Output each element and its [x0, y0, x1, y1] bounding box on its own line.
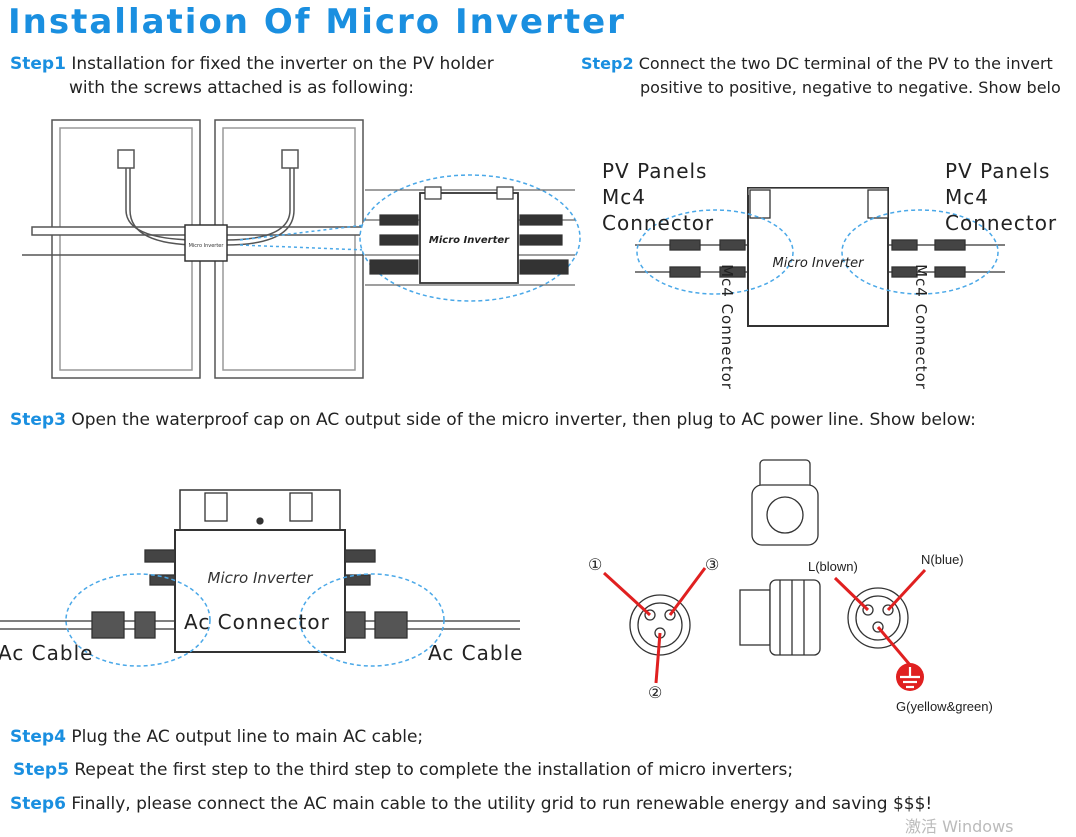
step2-text: Connect the two DC terminal of the PV to…: [638, 54, 1053, 73]
pv-label-left: PV Panels Mc4 Connector: [602, 158, 714, 236]
pin-three-label: ③: [705, 557, 720, 574]
dc-inverter-label: Micro Inverter: [773, 256, 866, 271]
pv-left-line2: Mc4: [602, 185, 646, 209]
step1-line1: Step1 Installation for fixed the inverte…: [10, 54, 494, 74]
step6-tag: Step6: [10, 794, 66, 814]
pv-left-line1: PV Panels: [602, 159, 708, 183]
mc4-vertical-right: Mc4 Connector: [911, 264, 930, 390]
step2-line1: Step2 Connect the two DC terminal of the…: [581, 54, 1053, 73]
ac-inverter-label: Micro Inverter: [208, 569, 314, 587]
step1-tag: Step1: [10, 54, 66, 74]
step2-line2: positive to positive, negative to negati…: [640, 78, 1061, 97]
pv-right-line1: PV Panels: [945, 159, 1051, 183]
ac-connector-label: Ac Connector: [184, 610, 330, 634]
pin-n-label: N(blue): [921, 552, 964, 567]
step5: Step5 Repeat the first step to the third…: [13, 760, 793, 780]
step6-text: Finally, please connect the AC main cabl…: [71, 794, 933, 814]
ac-cable-left-label: Ac Cable: [0, 641, 94, 665]
inverter-body: [747, 187, 889, 327]
pv-right-line2: Mc4: [945, 185, 989, 209]
pv-right-line3: Connector: [945, 211, 1058, 235]
ac-connection-diagram: Micro Inverter: [0, 489, 520, 667]
plug-side-icon: [769, 579, 821, 656]
dc-connection-diagram: Micro Inverter: [635, 187, 1005, 327]
step3-text: Open the waterproof cap on AC output sid…: [71, 410, 976, 430]
step5-text: Repeat the first step to the third step …: [74, 760, 794, 780]
pv-label-right: PV Panels Mc4 Connector: [945, 158, 1057, 236]
step3: Step3 Open the waterproof cap on AC outp…: [10, 410, 976, 430]
step2-tag: Step2: [581, 54, 634, 73]
step3-tag: Step3: [10, 410, 66, 430]
step5-tag: Step5: [13, 760, 69, 780]
pin-g-label: G(yellow&green): [896, 699, 993, 714]
step4-text: Plug the AC output line to main AC cable…: [71, 727, 424, 747]
ac-cable-right-label: Ac Cable: [428, 641, 524, 665]
pin-l-label: L(blown): [808, 559, 858, 574]
step1-text: Installation for fixed the inverter on t…: [71, 54, 494, 74]
pv-left-line3: Connector: [602, 211, 715, 235]
step4: Step4 Plug the AC output line to main AC…: [10, 727, 423, 747]
svg-text:Micro Inverter: Micro Inverter: [189, 243, 225, 249]
pin-two-label: ②: [648, 685, 663, 702]
step6: Step6 Finally, please connect the AC mai…: [10, 794, 932, 814]
ac-inverter-body: [174, 529, 346, 653]
zoom-inverter-body: [419, 192, 519, 284]
pin-one-label: ①: [588, 557, 603, 574]
page-title: Installation Of Micro Inverter: [8, 2, 626, 42]
pv-holder-diagram: Micro Inverter Micro Inverter: [22, 119, 581, 379]
ac-pin-diagram: [602, 459, 927, 691]
step4-tag: Step4: [10, 727, 66, 747]
zoom-inverter-label: Micro Inverter: [429, 235, 510, 246]
step1-line2: with the screws attached is as following…: [69, 78, 414, 98]
mc4-vertical-left: Mc4 Connector: [717, 264, 736, 390]
watermark: 激活 Windows: [905, 817, 1014, 836]
